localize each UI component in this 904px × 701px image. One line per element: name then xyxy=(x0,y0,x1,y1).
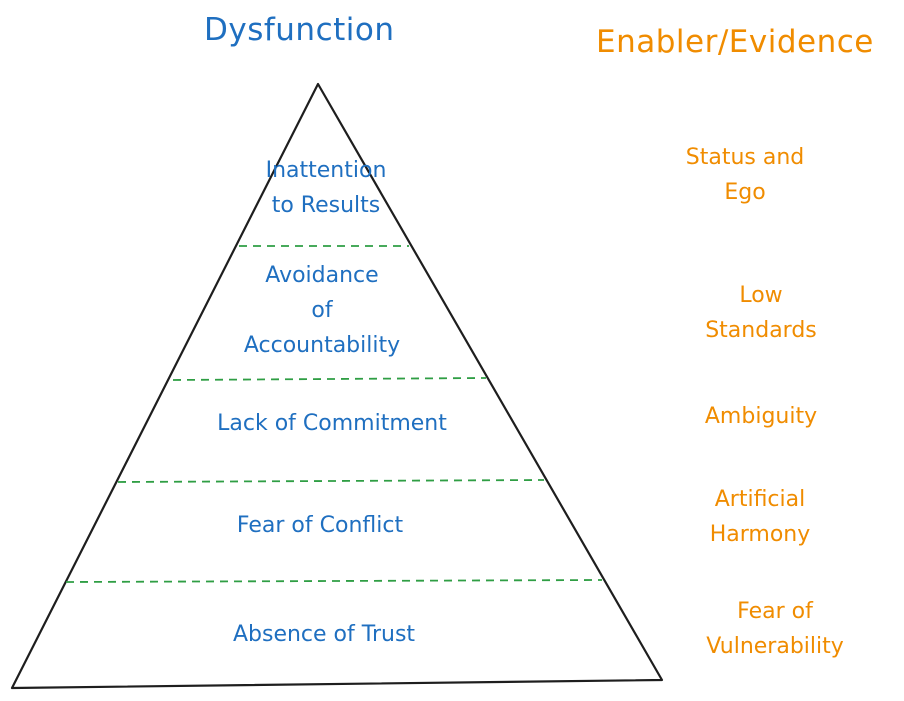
enabler-status-and-ego: Status and Ego xyxy=(685,145,805,205)
enabler-ambiguity: Ambiguity xyxy=(704,404,818,429)
enabler-evidence-header: Enabler/Evidence xyxy=(596,24,874,60)
dysfunction-lack-of-commitment: Lack of Commitment xyxy=(217,411,447,436)
enabler-low-standards: Low Standards xyxy=(705,283,817,343)
level-divider-3 xyxy=(117,479,545,483)
enabler-fear-of-vulnerability: Fear of Vulnerability xyxy=(706,599,844,659)
dysfunction-fear-of-conflict: Fear of Conflict xyxy=(236,513,404,538)
level-divider-2 xyxy=(172,377,487,381)
level-divider-4 xyxy=(65,579,603,583)
dysfunction-absence-of-trust: Absence of Trust xyxy=(232,622,416,647)
pyramid-outline xyxy=(10,82,664,690)
dysfunction-avoidance-of-accountability: Avoidance of Accountability xyxy=(243,263,401,358)
dysfunction-inattention-to-results: Inattention to Results xyxy=(265,158,387,218)
dysfunction-header: Dysfunction xyxy=(204,12,395,48)
enabler-artificial-harmony: Artificial Harmony xyxy=(709,487,811,547)
